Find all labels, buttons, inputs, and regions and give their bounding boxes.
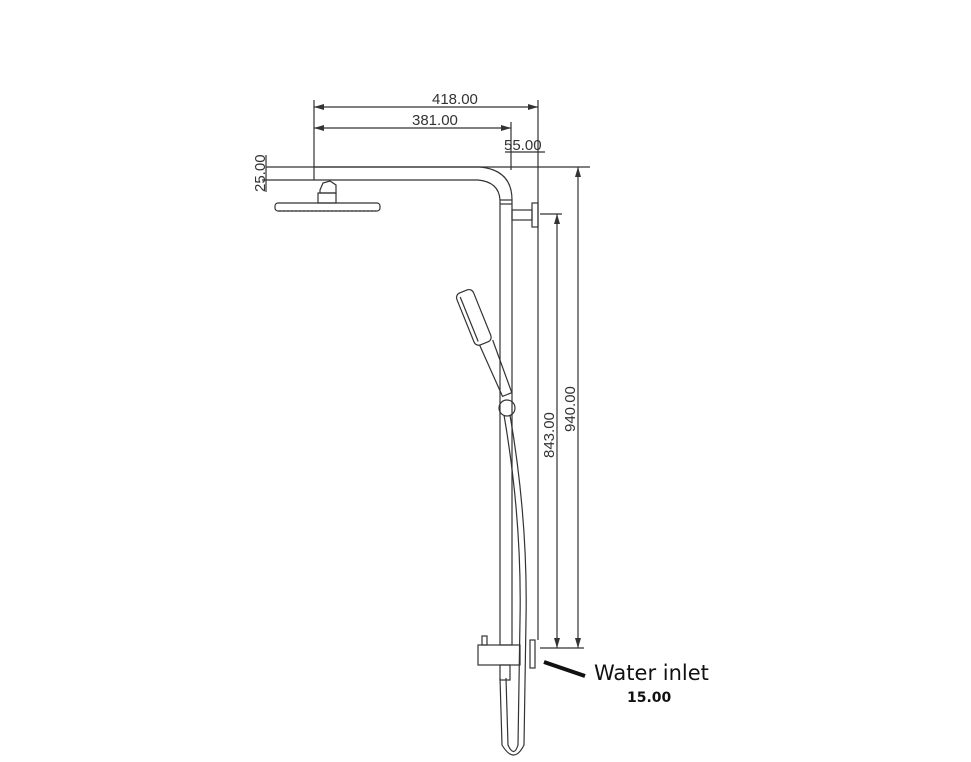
dim-843: 843.00: [541, 412, 558, 458]
water-inlet-flange: [529, 639, 536, 669]
water-inlet-pointer: [543, 660, 586, 678]
hose: [503, 414, 521, 753]
hand-shower-holder: [498, 399, 516, 417]
rain-shower-head: [274, 202, 381, 212]
dim-381: 381.00: [412, 112, 458, 129]
hand-shower: [455, 288, 513, 398]
dim-418: 418.00: [432, 91, 478, 108]
diverter-body: [477, 644, 521, 666]
dim-25: 25.00: [252, 154, 269, 192]
dim-55: 55.00: [504, 137, 542, 154]
shower-head-connector: [319, 180, 337, 194]
shower-arm: [314, 166, 513, 201]
water-inlet-label: Water inlet: [594, 661, 709, 685]
dim-940: 940.00: [562, 386, 579, 432]
water-inlet-size: 15.00: [627, 690, 672, 706]
wall-bracket: [511, 209, 533, 221]
riser-pipe: [499, 199, 513, 646]
